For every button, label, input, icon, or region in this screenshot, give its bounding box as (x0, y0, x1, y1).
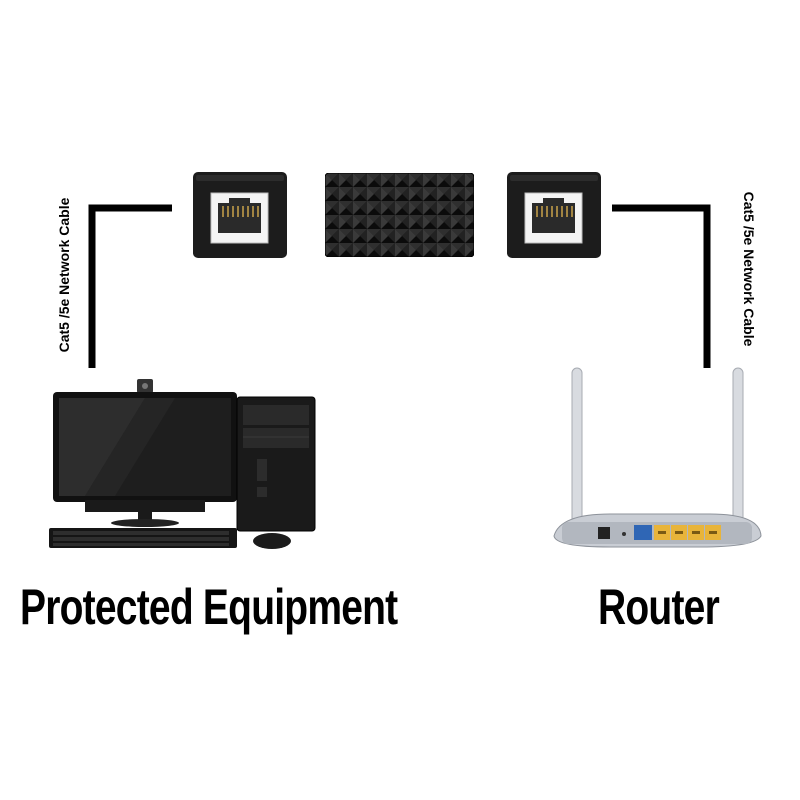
mouse-icon (253, 533, 291, 549)
right-cable-label: Cat5 /5e Network Cable (741, 192, 757, 347)
left-network-cable (92, 208, 172, 368)
rj45-port-icon (193, 172, 287, 258)
left-rj45-coupler (193, 172, 287, 258)
surge-protector-module (325, 173, 474, 257)
wifi-router-icon (550, 364, 765, 554)
pc-tower-icon (237, 397, 315, 531)
protected-equipment-caption: Protected Equipment (20, 578, 397, 636)
router-caption: Router (598, 578, 719, 636)
keyboard-icon (49, 528, 237, 548)
right-network-cable (612, 208, 707, 368)
rj45-port-icon (507, 172, 601, 258)
router-device (550, 364, 765, 554)
webcam-icon (137, 379, 153, 393)
computer-monitor-icon (53, 392, 237, 527)
surge-protector-icon (325, 173, 474, 257)
left-cable-label: Cat5 /5e Network Cable (56, 198, 72, 353)
right-rj45-coupler (507, 172, 601, 258)
protected-equipment-computer (45, 375, 325, 555)
